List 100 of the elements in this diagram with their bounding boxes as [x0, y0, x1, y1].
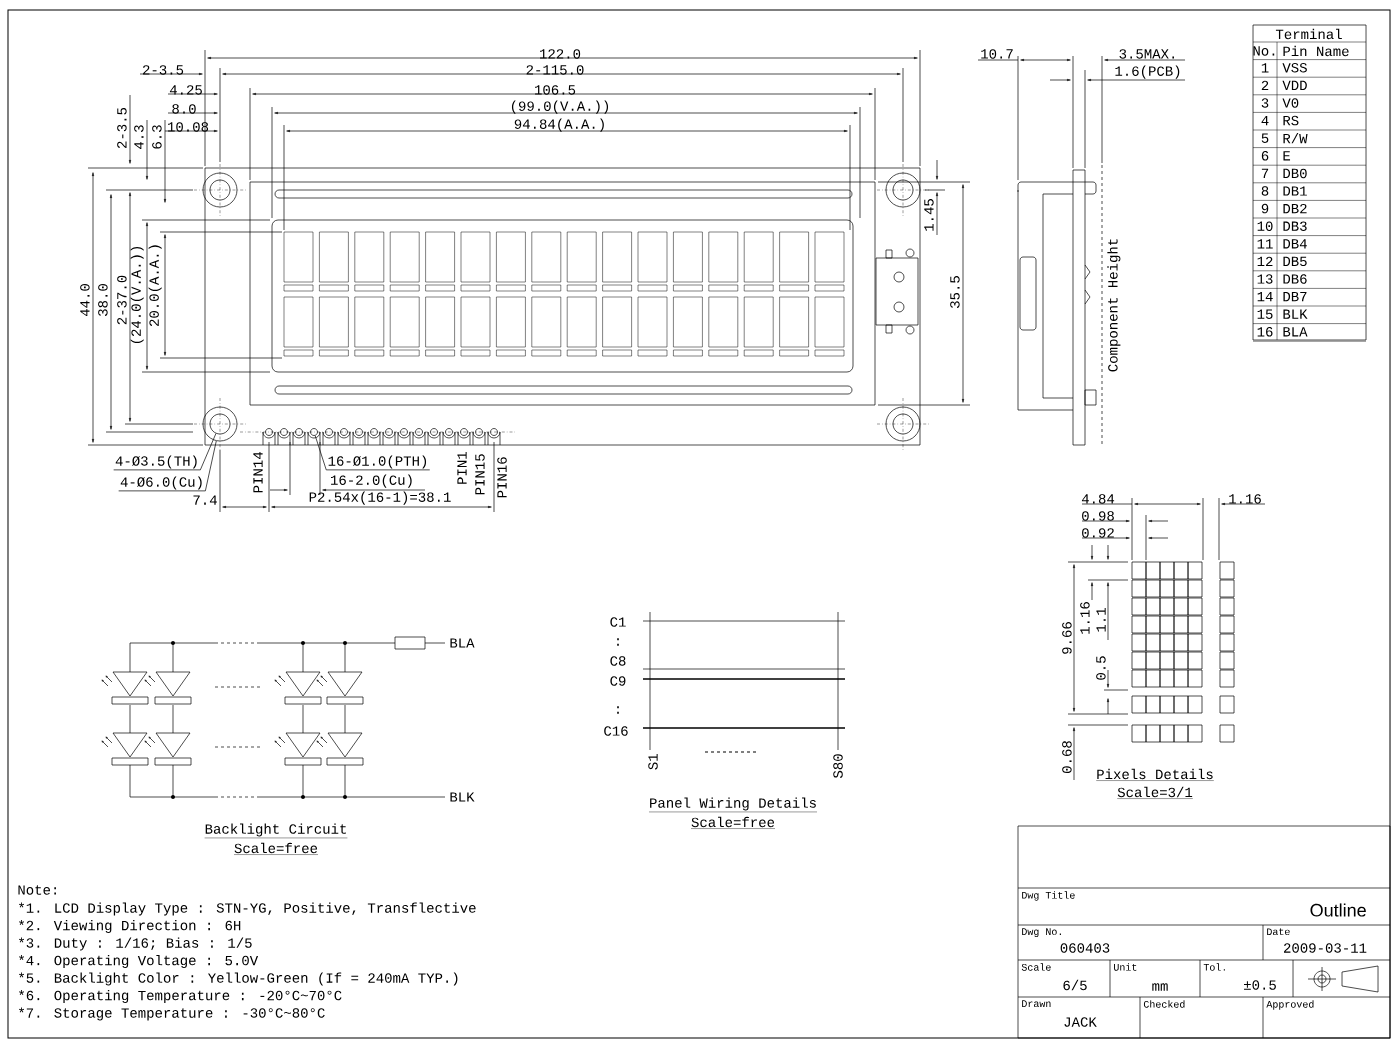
scale-note: Scale=3/1 — [1117, 786, 1193, 799]
table-cell: 10 — [1257, 221, 1273, 231]
leader-line — [314, 435, 431, 471]
table-header: Terminal — [1275, 28, 1342, 40]
section-title: Backlight Circuit — [204, 823, 348, 839]
note-text: *3. Duty : 1/16; Bias : 1/5 — [19, 937, 252, 951]
table-cell: 6 — [1261, 151, 1269, 161]
dimension-text: 2-115.0 — [526, 65, 584, 75]
pin-label: PIN1 — [457, 452, 467, 484]
table-cell: DB0 — [1283, 168, 1307, 179]
note-text: *4. Operating Voltage : 5.0V — [19, 955, 259, 969]
field-value: 6/5 — [1063, 979, 1087, 991]
table-cell: DB7 — [1283, 292, 1307, 302]
dimension-text: 4.84 — [1081, 494, 1115, 504]
note-text: *1. LCD Display Type : STN-YG, Positive, Transflective — [19, 902, 476, 916]
row-label: C9 — [610, 676, 626, 686]
dimension-text: 10.7 — [981, 49, 1013, 59]
row-label: C8 — [610, 656, 626, 666]
table-cell: 14 — [1257, 292, 1273, 302]
dimension-text: 9.66 — [1062, 622, 1072, 654]
section-title: Panel Wiring Details — [648, 797, 818, 813]
table-cell: 1 — [1261, 63, 1269, 73]
table-cell: 5 — [1261, 133, 1269, 143]
mounting-hole — [209, 413, 231, 435]
table-cell: DB6 — [1283, 274, 1307, 284]
dimension-text: Component Height — [1107, 239, 1121, 372]
field-caption: Checked — [1143, 1000, 1185, 1008]
dimension-text: 3.5MAX. — [1119, 49, 1174, 59]
signal-label: BLK — [450, 792, 475, 802]
dimension-text: 4.3 — [134, 125, 144, 149]
dimension-text: 2-37.0 — [117, 275, 127, 325]
table-cell: VSS — [1282, 63, 1307, 73]
column-label: S80 — [833, 754, 843, 779]
leader-line — [118, 440, 217, 492]
dimension-text: 1.16 — [1080, 602, 1090, 634]
dimension-text: 7.4 — [193, 495, 217, 505]
table-cell: 9 — [1261, 203, 1269, 214]
field-caption: Unit — [1114, 963, 1137, 971]
scale-note: Scale=free — [233, 842, 319, 855]
dimension-text: (24.0(V.A.)) — [130, 246, 144, 344]
dimension-text: 38.0 — [98, 284, 108, 316]
table-cell: RS — [1283, 115, 1299, 126]
table-cell: DB5 — [1283, 256, 1307, 267]
table-header: Pin Name — [1283, 45, 1349, 57]
table-cell: 3 — [1261, 98, 1269, 108]
field-caption: Dwg No. — [1022, 928, 1061, 937]
leader-text: 4-Ø6.0(Cu) — [120, 476, 202, 490]
field-caption: Drawn — [1022, 1000, 1051, 1008]
leader-text: 4-Ø3.5(TH) — [115, 455, 197, 469]
dimension-text: 35.5 — [950, 276, 960, 308]
table-cell: R/W — [1283, 133, 1308, 144]
row-label: : — [617, 638, 619, 646]
field-value: 060403 — [1060, 943, 1110, 953]
note-text: *5. Backlight Color : Yellow-Green (If = 240mA TYP.) — [19, 972, 458, 986]
table-cell: 13 — [1257, 274, 1273, 284]
section-title: Pixels Details — [1096, 768, 1214, 781]
mounting-pad — [202, 406, 238, 442]
field-caption: Tol. — [1203, 963, 1225, 971]
column-label: S1 — [648, 754, 658, 770]
table-cell: 15 — [1257, 309, 1273, 319]
dimension-text: 2-3.5 — [117, 107, 127, 148]
table-cell: 2 — [1261, 80, 1269, 91]
dimension-text: 44.0 — [80, 284, 90, 317]
field-value: mm — [1152, 983, 1168, 991]
note-text: *7. Storage Temperature : -30°C~80°C — [19, 1007, 325, 1021]
row-label: : — [617, 706, 619, 714]
field-value: 2009-03-11 — [1284, 943, 1367, 953]
dimension-text: 2-3.5 — [143, 65, 184, 75]
dimension-text: 6.3 — [152, 125, 162, 149]
field-value: JACK — [1064, 1017, 1097, 1027]
table-cell: E — [1283, 151, 1291, 161]
table-cell: DB3 — [1283, 221, 1307, 231]
leader-text: 16-Ø1.0(PTH) — [328, 455, 427, 469]
dimension-text: 0.98 — [1082, 511, 1114, 521]
pin-label: PIN16 — [497, 457, 507, 498]
field-value: ±0.5 — [1244, 980, 1276, 990]
dimension-text: 1.45 — [924, 199, 934, 231]
row-label: C1 — [610, 617, 626, 627]
table-cell: 11 — [1257, 239, 1273, 249]
table-cell: 4 — [1261, 116, 1269, 126]
dimension-text: 4.25 — [169, 85, 202, 95]
table-cell: DB4 — [1283, 239, 1307, 249]
dimension-text: P2.54x(16-1)=38.1 — [309, 491, 451, 505]
dimension-text: 8.0 — [172, 104, 196, 114]
table-cell: BLK — [1283, 309, 1308, 319]
table-header: No. — [1253, 46, 1275, 56]
table-cell: VDD — [1282, 80, 1307, 90]
dimension-text: 1.16 — [1229, 494, 1261, 504]
table-cell: 7 — [1261, 168, 1269, 178]
dimension-text: 1.1 — [1096, 608, 1106, 632]
pin-label: PIN14 — [253, 452, 263, 493]
dimension-text: 20.0(A.A.) — [148, 245, 162, 326]
field-caption: Approved — [1266, 1000, 1314, 1010]
note-heading: Note: — [18, 885, 56, 895]
dimension-text: 122.0 — [540, 49, 581, 59]
scale-note: Scale=free — [690, 816, 776, 829]
table-cell: BLA — [1283, 327, 1308, 337]
pin-label: PIN15 — [475, 454, 485, 495]
dimension-text: 0.68 — [1062, 741, 1072, 773]
dimension-text: 10.08 — [168, 122, 209, 132]
